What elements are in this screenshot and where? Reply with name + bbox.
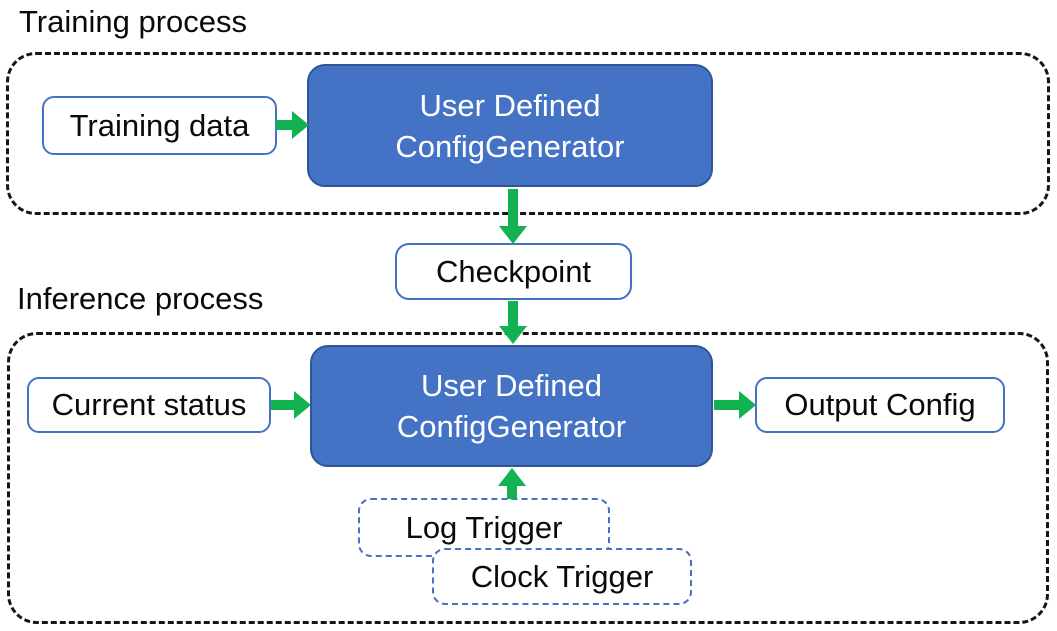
node-current-status-label: Current status bbox=[51, 387, 247, 422]
arrow-down-shape bbox=[499, 301, 527, 344]
arrow-right-shape bbox=[714, 391, 756, 419]
arrow-right-shape bbox=[271, 391, 311, 419]
node-clock-trigger: Clock Trigger bbox=[432, 548, 692, 605]
node-training-data: Training data bbox=[42, 96, 277, 155]
node-checkpoint-label: Checkpoint bbox=[435, 253, 592, 289]
training-section-container bbox=[6, 52, 1050, 215]
arrow-down-shape bbox=[499, 189, 527, 244]
arrow-current-status-to-generator bbox=[271, 391, 311, 419]
node-checkpoint: Checkpoint bbox=[395, 243, 632, 300]
arrow-generator-to-checkpoint bbox=[499, 189, 527, 244]
node-training-config-generator-label: User Defined ConfigGenerator bbox=[395, 87, 625, 164]
node-log-trigger: Log Trigger bbox=[358, 498, 610, 557]
node-inference-config-generator: User Defined ConfigGenerator bbox=[310, 345, 713, 467]
arrow-right-shape bbox=[276, 111, 309, 139]
node-training-data-label: Training data bbox=[69, 107, 250, 143]
node-current-status: Current status bbox=[27, 377, 271, 433]
node-log-trigger-label: Log Trigger bbox=[405, 509, 563, 545]
arrow-up-shape bbox=[498, 468, 526, 499]
inference-section-container bbox=[7, 332, 1049, 624]
node-training-config-generator: User Defined ConfigGenerator bbox=[307, 64, 713, 187]
inference-section-label: Inference process bbox=[17, 281, 264, 316]
node-clock-trigger-label: Clock Trigger bbox=[470, 558, 654, 594]
training-section-label: Training process bbox=[19, 4, 248, 39]
arrow-triggers-to-generator bbox=[498, 468, 526, 499]
arrow-training-data-to-generator bbox=[276, 111, 309, 139]
arrow-checkpoint-to-generator bbox=[499, 301, 527, 344]
node-output-config-label: Output Config bbox=[784, 387, 976, 422]
arrow-generator-to-output-config bbox=[714, 391, 756, 419]
node-output-config: Output Config bbox=[755, 377, 1005, 433]
node-inference-config-generator-label: User Defined ConfigGenerator bbox=[396, 368, 627, 444]
